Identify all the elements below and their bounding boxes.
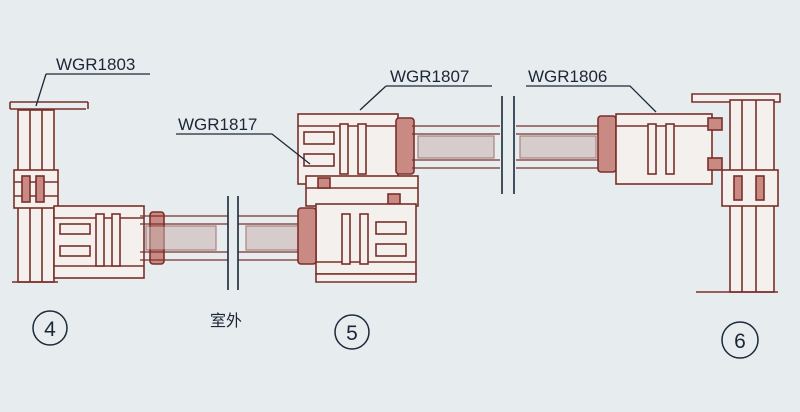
marker-5-number: 5 [346,322,358,345]
section-5-profile [297,113,419,283]
label-wgr1807: WGR1807 [390,67,469,86]
section-6-profile [597,93,781,293]
marker-4: 4 [32,310,68,346]
label-wgr1806: WGR1806 [528,67,607,86]
marker-6-number: 6 [734,330,746,353]
marker-5: 5 [334,314,370,350]
leader-1807 [359,85,492,111]
marker-5-circle [334,314,370,350]
label-wgr1817: WGR1817 [178,115,257,134]
label-wgr1803: WGR1803 [56,55,135,74]
break-line-right [501,96,515,194]
section-5-glass [412,125,600,169]
leader-1817 [176,133,311,165]
break-line-left [227,196,239,290]
leader-1803 [35,73,150,107]
label-outdoor: 室外 [210,312,242,330]
section-4-glass [140,215,320,261]
marker-6-circle [721,321,759,359]
marker-4-number: 4 [44,318,56,341]
leader-1806 [526,85,657,113]
section-4-profile [9,101,165,283]
marker-6: 6 [721,321,759,359]
leader-lines [35,73,657,165]
marker-4-circle [32,310,68,346]
